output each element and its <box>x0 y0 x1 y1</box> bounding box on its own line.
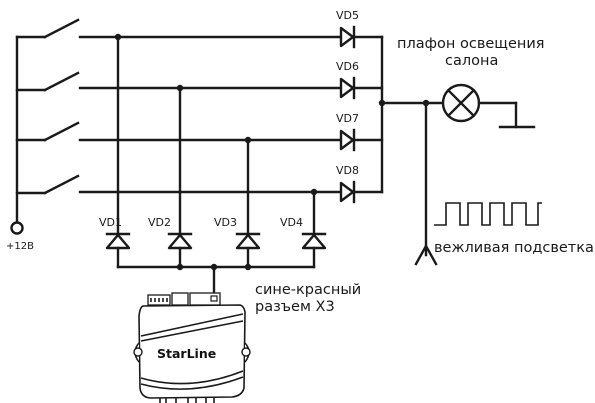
connector-label-line2: разъем Х3 <box>255 299 335 315</box>
pulse-train-icon <box>434 202 542 226</box>
arrow-down-icon <box>414 243 438 266</box>
connector-label-line1: сине-красный <box>255 282 361 298</box>
power-bus <box>15 35 47 224</box>
door-lines <box>78 35 384 194</box>
vd7-label: VD7 <box>336 112 359 125</box>
power-terminal <box>10 221 24 235</box>
power-label: +12В <box>6 241 34 252</box>
vd6-label: VD6 <box>336 60 359 73</box>
diode-vd7 <box>339 128 356 152</box>
vd1-label: VD1 <box>99 216 122 229</box>
diode-vd5 <box>339 25 356 49</box>
door-switch-4 <box>43 174 80 195</box>
lamp-label-line1: плафон освещения <box>397 36 545 52</box>
door-switch-3 <box>43 121 80 142</box>
diode-vd6 <box>339 76 356 100</box>
ground-icon <box>477 101 536 129</box>
door-switch-1 <box>43 18 80 39</box>
vd8-label: VD8 <box>336 164 359 177</box>
door-switches <box>43 18 80 195</box>
lamp-cross-icon <box>441 83 481 123</box>
vd5-label: VD5 <box>336 9 359 22</box>
diode-vd8 <box>339 180 356 204</box>
diode-feed-lines <box>114 33 318 235</box>
diode-vd3 <box>235 232 261 250</box>
lamp-branch <box>378 99 445 257</box>
vd3-label: VD3 <box>214 216 237 229</box>
brand-logo-text: StarLine <box>157 346 216 361</box>
lamp-label-line2: салона <box>445 53 498 69</box>
vd4-label: VD4 <box>280 216 303 229</box>
alarm-module-icon <box>133 292 251 403</box>
courtesy-label: вежливая подсветка <box>434 240 594 256</box>
vd2-label: VD2 <box>148 216 171 229</box>
diode-vd4 <box>301 232 327 250</box>
diode-vd2 <box>167 232 193 250</box>
common-bus <box>116 246 316 298</box>
door-switch-2 <box>43 71 80 92</box>
diode-vd1 <box>105 232 131 250</box>
